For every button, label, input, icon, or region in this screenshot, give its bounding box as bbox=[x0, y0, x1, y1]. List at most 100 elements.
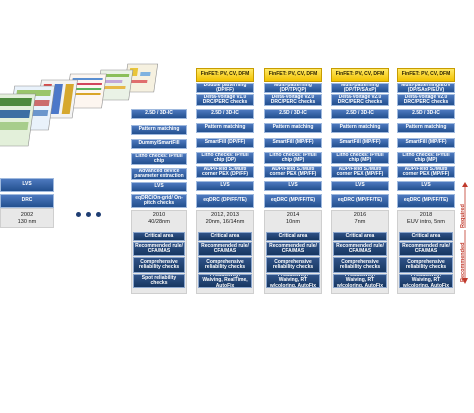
cell-col2018-top-5: SmartFill (MP/FF) bbox=[397, 138, 455, 148]
cell-col2018-top-4: Pattern matching bbox=[397, 123, 455, 133]
ellipsis-dot bbox=[96, 212, 101, 217]
cell-col2012-bottom-2: Comprehensive reliability checks bbox=[198, 257, 252, 273]
ellipsis bbox=[76, 212, 110, 220]
cell-col2016-top-3: 2.5D / 3D-IC bbox=[331, 109, 389, 119]
cell-col2014-bottom-3: Productivity: Waiving, RT w/coloring, Au… bbox=[266, 274, 320, 288]
cell-col2012-top-2: Delta-Voltage v1.0 DRC/PERC checks bbox=[196, 94, 254, 106]
cell-col2018-top-3: 2.5D / 3D-IC bbox=[397, 109, 455, 119]
cell-col2010-top-1: Pattern matching bbox=[131, 125, 187, 135]
drc-cell: DRC bbox=[0, 194, 54, 208]
cell-col2010-top-2: Dummy/SmartFill bbox=[131, 139, 187, 149]
cell-col2016-top-8: LVS bbox=[331, 181, 389, 191]
year-label: 2002 bbox=[20, 212, 34, 218]
year-label: 2012, 2013 bbox=[211, 212, 239, 218]
ellipsis-dot bbox=[76, 212, 81, 217]
cell-col2018-top-8: LVS bbox=[397, 181, 455, 191]
cell-col2012-bottom-0: Critical area bbox=[198, 232, 252, 241]
cell-col2014-top-8: LVS bbox=[264, 181, 322, 191]
cell-col2010-top-4: Advanced device parameter extraction bbox=[131, 168, 187, 180]
chip-layout-images bbox=[0, 63, 159, 147]
column-2002: LVS DRC bbox=[0, 178, 54, 228]
cell-col2016-top-5: SmartFill (MP/FF) bbox=[331, 138, 389, 148]
year-panel-2002: 2002 130 nm bbox=[0, 208, 54, 228]
node-label: 10nm bbox=[286, 218, 300, 225]
cell-col2012-top-4: Pattern matching bbox=[196, 123, 254, 133]
cell-col2014-bottom-0: Critical area bbox=[266, 232, 320, 241]
cell-col2012-bottom-1: Recommended rule/ CFA/MAS bbox=[198, 242, 252, 256]
cell-col2014-top-2: Delta-Voltage v2.0 DRC/PERC checks bbox=[264, 94, 322, 106]
cell-col2018-top-2: Delta-Voltage v2.0 DRC/PERC checks bbox=[397, 94, 455, 106]
cell-col2012-bottom-3: Productivity: Waiving, RealTime, AutoFix bbox=[198, 274, 252, 288]
cell-col2018-top-6: Litho checks: IP/full chip (MP) bbox=[397, 152, 455, 164]
year-label: 2014 bbox=[286, 212, 300, 218]
node-label: 130 nm bbox=[17, 218, 37, 225]
ellipsis-dot bbox=[86, 212, 91, 217]
cell-col2014-top-3: 2.5D / 3D-IC bbox=[264, 109, 322, 119]
cell-col2010-top-3: Litho checks: IP/full chip bbox=[131, 153, 187, 165]
cell-col2016-top-0: FinFET: PV, CV, DFM bbox=[331, 68, 389, 82]
cell-col2016-bottom-3: Productivity: Waiving, RT w/coloring, Au… bbox=[333, 274, 387, 288]
year-label: 2016 bbox=[353, 212, 367, 218]
cell-col2016-bottom-1: Recommended rule/ CFA/MAS bbox=[333, 242, 387, 256]
cell-col2018-bottom-3: Productivity: Waiving, RT w/coloring, Au… bbox=[399, 274, 453, 288]
cell-col2010-bottom-3: Spot reliability checks bbox=[133, 274, 185, 288]
year-label: 2018 bbox=[419, 212, 433, 218]
cell-col2012-top-6: Litho checks: IP/full chip (DP) bbox=[196, 152, 254, 164]
cell-col2010-top-6: eqDRC/On-grid/ On-pitch checks bbox=[131, 194, 187, 208]
cell-col2016-top-1: Multi-patterning (DP/TP/SAxP) bbox=[331, 83, 389, 93]
cell-col2018-bottom-0: Critical area bbox=[399, 232, 453, 241]
cell-col2010-top-0: 2.5D / 3D-IC bbox=[131, 109, 187, 119]
cell-col2014-top-0: FinFET: PV, CV, DFM bbox=[264, 68, 322, 82]
cell-col2014-top-7: ADP/Field S./Multi corner PEX (MP/FF) bbox=[264, 166, 322, 178]
recommended-arrow bbox=[462, 230, 468, 284]
cell-col2014-top-5: SmartFill (MP/FF) bbox=[264, 138, 322, 148]
cell-col2018-top-1: Multi-patterning/EUV (DP/SAxP/EUV) bbox=[397, 83, 455, 93]
node-label: EUV intro, 5nm bbox=[407, 218, 445, 225]
cell-col2010-bottom-0: Critical area bbox=[133, 232, 185, 241]
cell-col2018-top-7: ADP/Field S./Multi corner PEX (MP/FF) bbox=[397, 166, 455, 178]
cell-col2012-top-0: FinFET: PV, CV, DFM bbox=[196, 68, 254, 82]
cell-col2010-top-5: LVS bbox=[131, 182, 187, 192]
cell-col2014-bottom-1: Recommended rule/ CFA/MAS bbox=[266, 242, 320, 256]
cell-col2012-top-3: 2.5D / 3D-IC bbox=[196, 109, 254, 119]
cell-col2016-top-2: Delta-Voltage v2.0 DRC/PERC checks bbox=[331, 94, 389, 106]
node-label: 40/28nm bbox=[148, 218, 170, 225]
node-label: 20nm, 16/14nm bbox=[205, 218, 245, 225]
cell-col2016-top-6: Litho checks: IP/full chip (MP) bbox=[331, 152, 389, 164]
cell-col2012-top-1: Double patterning (DP/FF) bbox=[196, 83, 254, 93]
cell-col2014-top-4: Pattern matching bbox=[264, 123, 322, 133]
year-label: 2010 bbox=[152, 212, 166, 218]
cell-col2012-top-5: SmartFill (DP/FF) bbox=[196, 138, 254, 148]
cell-col2016-top-9: eqDRC (MP/FF/TE) bbox=[331, 194, 389, 208]
cell-col2010-bottom-1: Recommended rule/ CFA/MAS bbox=[133, 242, 185, 256]
cell-col2016-top-4: Pattern matching bbox=[331, 123, 389, 133]
cell-col2014-top-9: eqDRC (MP/FF/TE) bbox=[264, 194, 322, 208]
cell-col2012-top-7: ADP/Field S./Multi corner PEX (DP/FF) bbox=[196, 166, 254, 178]
cell-col2018-bottom-2: Comprehensive reliability checks bbox=[399, 257, 453, 273]
cell-col2010-bottom-2: Comprehensive reliability checks bbox=[133, 257, 185, 273]
cell-col2014-top-6: Litho checks: IP/full chip (MP) bbox=[264, 152, 322, 164]
cell-col2018-top-9: eqDRC (MP/FF/TE) bbox=[397, 194, 455, 208]
cell-col2014-bottom-2: Comprehensive reliability checks bbox=[266, 257, 320, 273]
cell-col2016-top-7: ADP/Field S./Multi corner PEX (MP/FF) bbox=[331, 166, 389, 178]
cell-col2014-top-1: Multi-patterning (DP/TP/QP) bbox=[264, 83, 322, 93]
cell-col2016-bottom-2: Comprehensive reliability checks bbox=[333, 257, 387, 273]
cell-col2018-bottom-1: Recommended rule/ CFA/MAS bbox=[399, 242, 453, 256]
cell-col2012-top-8: LVS bbox=[196, 181, 254, 191]
cell-col2016-bottom-0: Critical area bbox=[333, 232, 387, 241]
required-arrow bbox=[462, 182, 468, 228]
cell-col2018-top-0: FinFET: PV, CV, DFM bbox=[397, 68, 455, 82]
cell-col2012-top-9: eqDRC (DP/FF/TE) bbox=[196, 194, 254, 208]
layout-stack-illustration bbox=[0, 62, 170, 182]
lvs-cell: LVS bbox=[0, 178, 54, 192]
